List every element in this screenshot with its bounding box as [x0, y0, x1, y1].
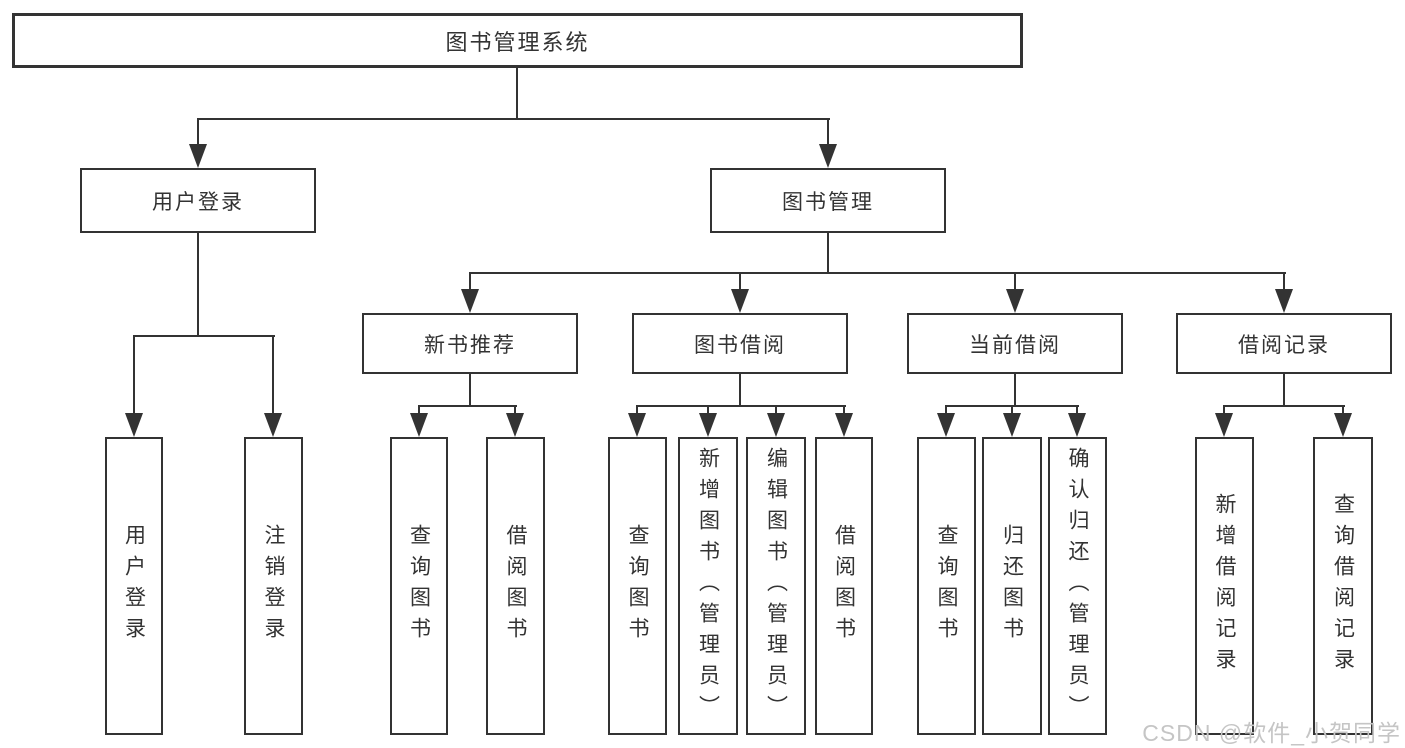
node-label: 借阅图书 — [832, 524, 856, 648]
node-library-management-system: 图书管理系统 — [12, 13, 1023, 68]
node-book-management: 图书管理 — [710, 168, 946, 233]
leaf-query-books-1: 查询图书 — [390, 437, 448, 735]
node-label: 借阅记录 — [1238, 333, 1330, 357]
connector-line — [707, 405, 709, 415]
connector-line — [827, 233, 829, 273]
node-label: 借阅图书 — [504, 524, 527, 648]
node-label: 图书管理系统 — [445, 29, 590, 55]
connector-line — [133, 335, 275, 337]
node-label: 查询图书 — [626, 524, 649, 648]
node-current-borrowing: 当前借阅 — [907, 313, 1123, 374]
connector-line — [1014, 374, 1016, 406]
node-label: 确认归还（管理员） — [1066, 446, 1089, 726]
node-book-borrowing: 图书借阅 — [632, 313, 848, 374]
leaf-edit-books-admin: 编辑图书（管理员） — [746, 437, 806, 735]
arrowhead-down-icon — [628, 413, 646, 437]
connector-line — [739, 374, 741, 406]
connector-line — [843, 405, 845, 415]
leaf-query-books-2: 查询图书 — [608, 437, 667, 735]
arrowhead-down-icon — [1334, 413, 1352, 437]
connector-line — [1283, 272, 1285, 291]
connector-line — [945, 405, 947, 415]
leaf-logout: 注销登录 — [244, 437, 303, 735]
leaf-query-borrow-record: 查询借阅记录 — [1313, 437, 1373, 735]
arrowhead-down-icon — [731, 289, 749, 313]
connector-line — [197, 118, 830, 120]
connector-line — [469, 374, 471, 406]
node-borrowing-records: 借阅记录 — [1176, 313, 1392, 374]
leaf-user-login: 用户登录 — [105, 437, 163, 735]
connector-line — [1223, 405, 1345, 407]
arrowhead-down-icon — [1068, 413, 1086, 437]
connector-line — [636, 405, 846, 407]
leaf-confirm-return-admin: 确认归还（管理员） — [1048, 437, 1107, 735]
connector-line — [1011, 405, 1013, 415]
csdn-watermark: CSDN @软件_小贺同学 — [1142, 720, 1401, 746]
connector-line — [469, 272, 471, 291]
arrowhead-down-icon — [1275, 289, 1293, 313]
connector-line — [197, 118, 199, 146]
connector-line — [1014, 272, 1016, 291]
node-user-login: 用户登录 — [80, 168, 316, 233]
node-label: 图书借阅 — [694, 333, 786, 357]
leaf-add-borrow-record: 新增借阅记录 — [1195, 437, 1254, 735]
arrowhead-down-icon — [264, 413, 282, 437]
arrowhead-down-icon — [1006, 289, 1024, 313]
connector-line — [272, 335, 274, 415]
connector-line — [514, 405, 516, 415]
connector-line — [1283, 374, 1285, 406]
node-label: 查询图书 — [407, 524, 431, 648]
node-label: 查询借阅记录 — [1331, 493, 1355, 679]
arrowhead-down-icon — [699, 413, 717, 437]
connector-line — [418, 405, 420, 415]
connector-line — [827, 118, 829, 146]
arrowhead-down-icon — [767, 413, 785, 437]
arrowhead-down-icon — [506, 413, 524, 437]
node-label: 用户登录 — [152, 190, 244, 214]
connector-line — [469, 272, 1286, 274]
arrowhead-down-icon — [937, 413, 955, 437]
connector-line — [1223, 405, 1225, 415]
node-label: 新书推荐 — [424, 333, 516, 357]
connector-line — [197, 233, 199, 336]
arrowhead-down-icon — [410, 413, 428, 437]
node-new-book-recommendation: 新书推荐 — [362, 313, 578, 374]
node-label: 编辑图书（管理员） — [764, 446, 788, 726]
arrowhead-down-icon — [835, 413, 853, 437]
connector-line — [133, 335, 135, 415]
leaf-return-books: 归还图书 — [982, 437, 1042, 735]
connector-line — [775, 405, 777, 415]
leaf-add-books-admin: 新增图书（管理员） — [678, 437, 738, 735]
connector-line — [636, 405, 638, 415]
arrowhead-down-icon — [125, 413, 143, 437]
connector-line — [1076, 405, 1078, 415]
node-label: 图书管理 — [782, 190, 874, 214]
node-label: 新增图书（管理员） — [696, 446, 720, 726]
node-label: 注销登录 — [262, 524, 285, 648]
node-label: 当前借阅 — [969, 333, 1061, 357]
connector-line — [739, 272, 741, 291]
connector-line — [418, 405, 517, 407]
node-label: 归还图书 — [1000, 524, 1024, 648]
arrowhead-down-icon — [819, 144, 837, 168]
node-label: 查询图书 — [935, 524, 958, 648]
leaf-borrow-books-2: 借阅图书 — [815, 437, 873, 735]
connector-line — [516, 68, 518, 119]
arrowhead-down-icon — [189, 144, 207, 168]
arrowhead-down-icon — [1215, 413, 1233, 437]
connector-line — [1342, 405, 1344, 415]
node-label: 新增借阅记录 — [1213, 493, 1236, 679]
leaf-query-books-3: 查询图书 — [917, 437, 976, 735]
node-label: 用户登录 — [122, 524, 146, 648]
leaf-borrow-books-1: 借阅图书 — [486, 437, 545, 735]
arrowhead-down-icon — [1003, 413, 1021, 437]
arrowhead-down-icon — [461, 289, 479, 313]
